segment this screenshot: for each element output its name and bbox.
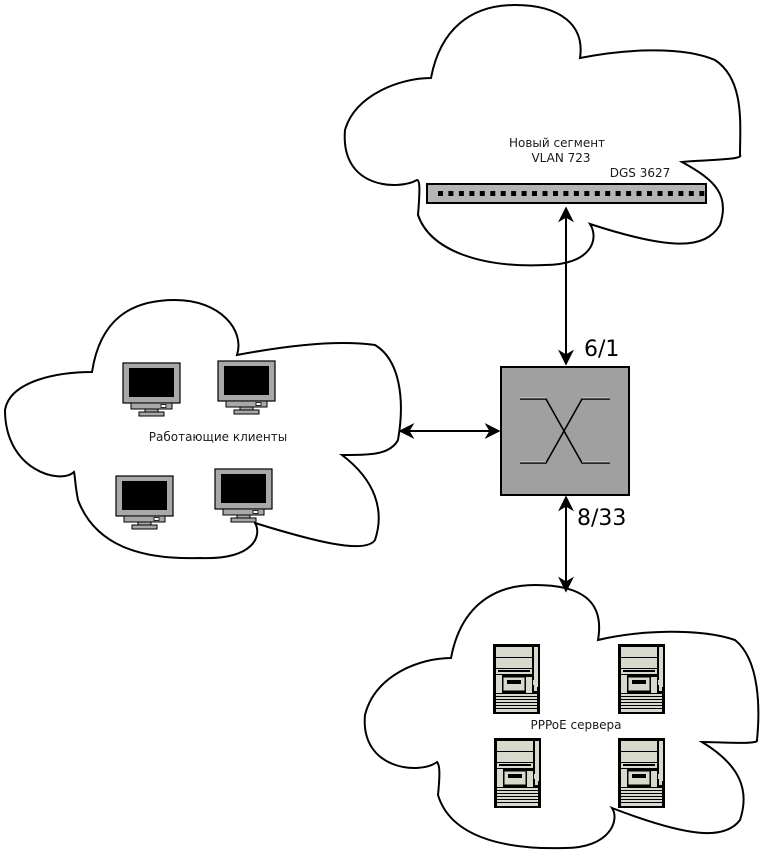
dgs-switch[interactable] <box>426 183 707 204</box>
switch-port <box>657 191 663 196</box>
switch-port <box>500 191 506 196</box>
switch-port <box>699 191 705 196</box>
segment-title: Новый сегмент <box>509 136 605 150</box>
server-tower-icon[interactable] <box>492 643 541 715</box>
monitor-icon[interactable] <box>217 360 276 415</box>
switch-model-label: DGS 3627 <box>610 166 671 180</box>
switch-port <box>521 191 527 196</box>
switch-port <box>594 191 600 196</box>
switch-port <box>667 191 673 196</box>
cloud-clients <box>3 298 402 560</box>
switch-port <box>647 191 652 196</box>
crossconnect-icon <box>520 397 610 464</box>
switch-port <box>438 191 443 196</box>
switch-port <box>511 191 517 196</box>
switch-ports <box>438 191 705 196</box>
monitor-icon[interactable] <box>115 475 174 530</box>
port-label-8-33: 8/33 <box>577 506 626 531</box>
monitor-icon[interactable] <box>122 362 181 417</box>
switch-port <box>553 191 558 196</box>
segment-vlan: VLAN 723 <box>531 151 590 165</box>
servers-label: PPPoE сервера <box>530 718 621 732</box>
server-tower-icon[interactable] <box>617 643 666 715</box>
switch-port <box>573 191 579 196</box>
switch-port <box>458 191 464 196</box>
switch-port <box>469 191 475 196</box>
switch-port <box>688 191 694 196</box>
switch-port <box>563 191 569 196</box>
switch-port <box>626 191 632 196</box>
switch-port <box>479 191 485 196</box>
core-switch[interactable] <box>500 366 630 496</box>
clients-label: Работающие клиенты <box>149 430 288 444</box>
port-label-6-1: 6/1 <box>584 337 619 362</box>
switch-port <box>678 191 684 196</box>
switch-port <box>605 191 611 196</box>
server-tower-icon[interactable] <box>617 737 666 809</box>
server-tower-icon[interactable] <box>493 737 542 809</box>
switch-port <box>542 191 548 196</box>
switch-port <box>448 191 454 196</box>
switch-port <box>490 191 496 196</box>
switch-port <box>615 191 621 196</box>
switch-port <box>636 191 642 196</box>
switch-port <box>584 191 590 196</box>
monitor-icon[interactable] <box>214 468 273 523</box>
cloud-pppoe-servers <box>363 583 760 850</box>
switch-port <box>532 191 537 196</box>
